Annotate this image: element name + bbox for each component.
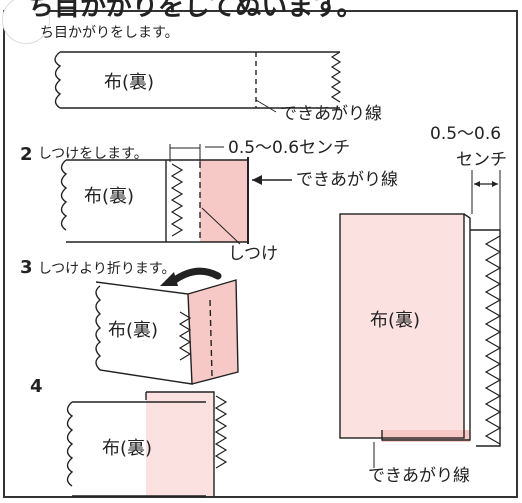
step1-text: ち目かがりをします。 — [40, 25, 179, 41]
step2-fold-pink — [200, 160, 248, 242]
step4-cloth-label: 布(裏) — [102, 438, 153, 459]
step4-fold-pink — [146, 392, 214, 496]
diagram-frame — [3, 10, 518, 498]
step3-cloth-right — [187, 279, 239, 385]
large-backing — [470, 229, 501, 447]
step3-cloth-label: 布(裏) — [108, 320, 159, 341]
step3-overlock — [178, 311, 192, 361]
step1-cloth-label: 布(裏) — [104, 72, 155, 93]
step4-number: 4 — [30, 376, 43, 397]
large-cloth-pink — [340, 214, 464, 438]
step3-curved-arrow — [168, 267, 222, 286]
step3-number: 3 — [20, 257, 33, 278]
large-cloth-label: 布(裏) — [370, 310, 421, 331]
measure-right-unit: センチ — [456, 150, 507, 170]
step2-overlock — [170, 163, 184, 237]
step2-number: 2 — [20, 144, 33, 165]
step1-finished-line-label: できあがり線 — [280, 104, 382, 124]
step2-cloth-label: 布(裏) — [84, 186, 135, 207]
step2-finished-line-label: できあがり線 — [296, 170, 398, 190]
basting-label: しつけ — [228, 244, 278, 264]
step1-pointer — [255, 99, 277, 113]
step2-text: しつけをします。 — [38, 146, 148, 162]
step4-overlock — [214, 395, 228, 469]
step3-cloth-left — [95, 281, 193, 385]
large-finished-line-label: できあがり線 — [368, 466, 470, 486]
step2-cloth — [60, 159, 248, 243]
step3-basting — [209, 299, 213, 377]
step1-overlock — [330, 51, 342, 103]
large-overlock — [484, 235, 502, 445]
step3-pink-fold — [188, 280, 238, 384]
large-fold-strip — [382, 430, 470, 442]
bullet-circle — [2, 0, 50, 44]
step1-cloth — [54, 51, 340, 109]
large-cloth — [339, 213, 465, 439]
header-title: ち目かがりをしてぬいます。 — [28, 0, 363, 22]
measure-inline-label: 0.5〜0.6センチ — [228, 138, 351, 158]
step4-cloth — [66, 401, 206, 497]
measure-right-value: 0.5〜0.6 — [430, 124, 502, 144]
step3-text: しつけより折ります。 — [38, 261, 176, 277]
